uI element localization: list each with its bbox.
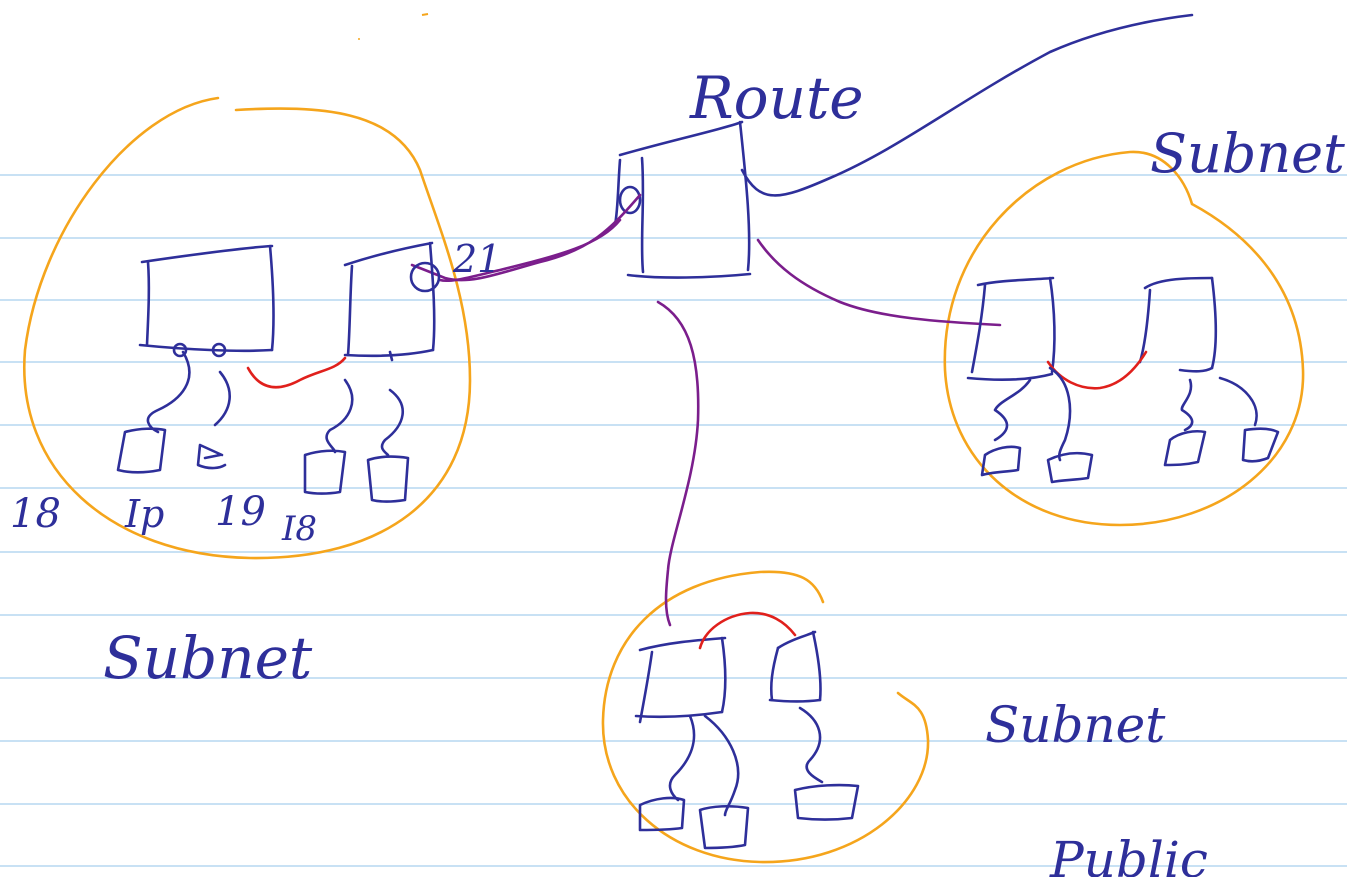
right-switch-a [966, 276, 1056, 381]
left-cable-1 [146, 350, 191, 434]
link-router-bottom [656, 300, 700, 627]
right-cable-1 [993, 378, 1032, 442]
public-label: Public [1049, 831, 1208, 877]
host-label-18: 18 [10, 491, 61, 537]
subnet-right-outline [943, 150, 1305, 527]
public-uplink [740, 13, 1194, 197]
router-label: Route [689, 64, 864, 132]
right-host-4 [1241, 427, 1280, 463]
link-router-left-2 [438, 218, 622, 283]
left-cable-2 [213, 370, 231, 427]
bottom-host-1 [638, 796, 686, 832]
port-21-label: 21 [452, 237, 501, 281]
right-host-3 [1163, 429, 1207, 467]
bottom-switch-a [634, 636, 727, 724]
host-label-ip-left: Ip [124, 492, 164, 536]
right-host-1 [980, 445, 1022, 477]
left-cable-4 [380, 388, 405, 457]
subnet-bottom-outline [601, 570, 930, 864]
subnet-left-label: Subnet [103, 624, 313, 692]
left-host-2 [196, 443, 227, 470]
link-router-right [756, 238, 1002, 327]
link-router-left [410, 193, 642, 282]
right-host-2 [1046, 451, 1094, 484]
bottom-cable-2 [703, 714, 740, 817]
ink-speck [421, 13, 429, 16]
subnet-top-right-label: Subnet [1150, 122, 1345, 185]
left-switch-b-port [409, 261, 441, 293]
right-switch-b [1138, 276, 1218, 373]
left-switch-b [343, 241, 441, 362]
bottom-host-3 [793, 783, 860, 821]
host-label-ip-right: I8 [281, 509, 317, 549]
left-switch-a [138, 244, 275, 358]
left-host-1 [116, 427, 167, 474]
bottom-switch-b [768, 630, 822, 703]
right-cable-4 [1218, 376, 1258, 427]
ruled-lines [0, 174, 1347, 867]
bottom-cable-3 [798, 706, 824, 784]
host-label-19: 19 [215, 489, 266, 535]
right-cable-3 [1180, 378, 1194, 432]
bottom-host-2 [698, 804, 750, 850]
bottom-switch-link [698, 611, 797, 650]
left-host-4 [366, 455, 410, 503]
bottom-cable-1 [668, 714, 696, 802]
left-switch-link [246, 356, 347, 389]
subnet-left-outline [22, 96, 472, 560]
subnet-bottom-label: Subnet [985, 696, 1166, 754]
router [613, 120, 752, 279]
left-host-3 [303, 449, 347, 495]
left-cable-3 [325, 378, 354, 454]
router-port [618, 185, 642, 215]
